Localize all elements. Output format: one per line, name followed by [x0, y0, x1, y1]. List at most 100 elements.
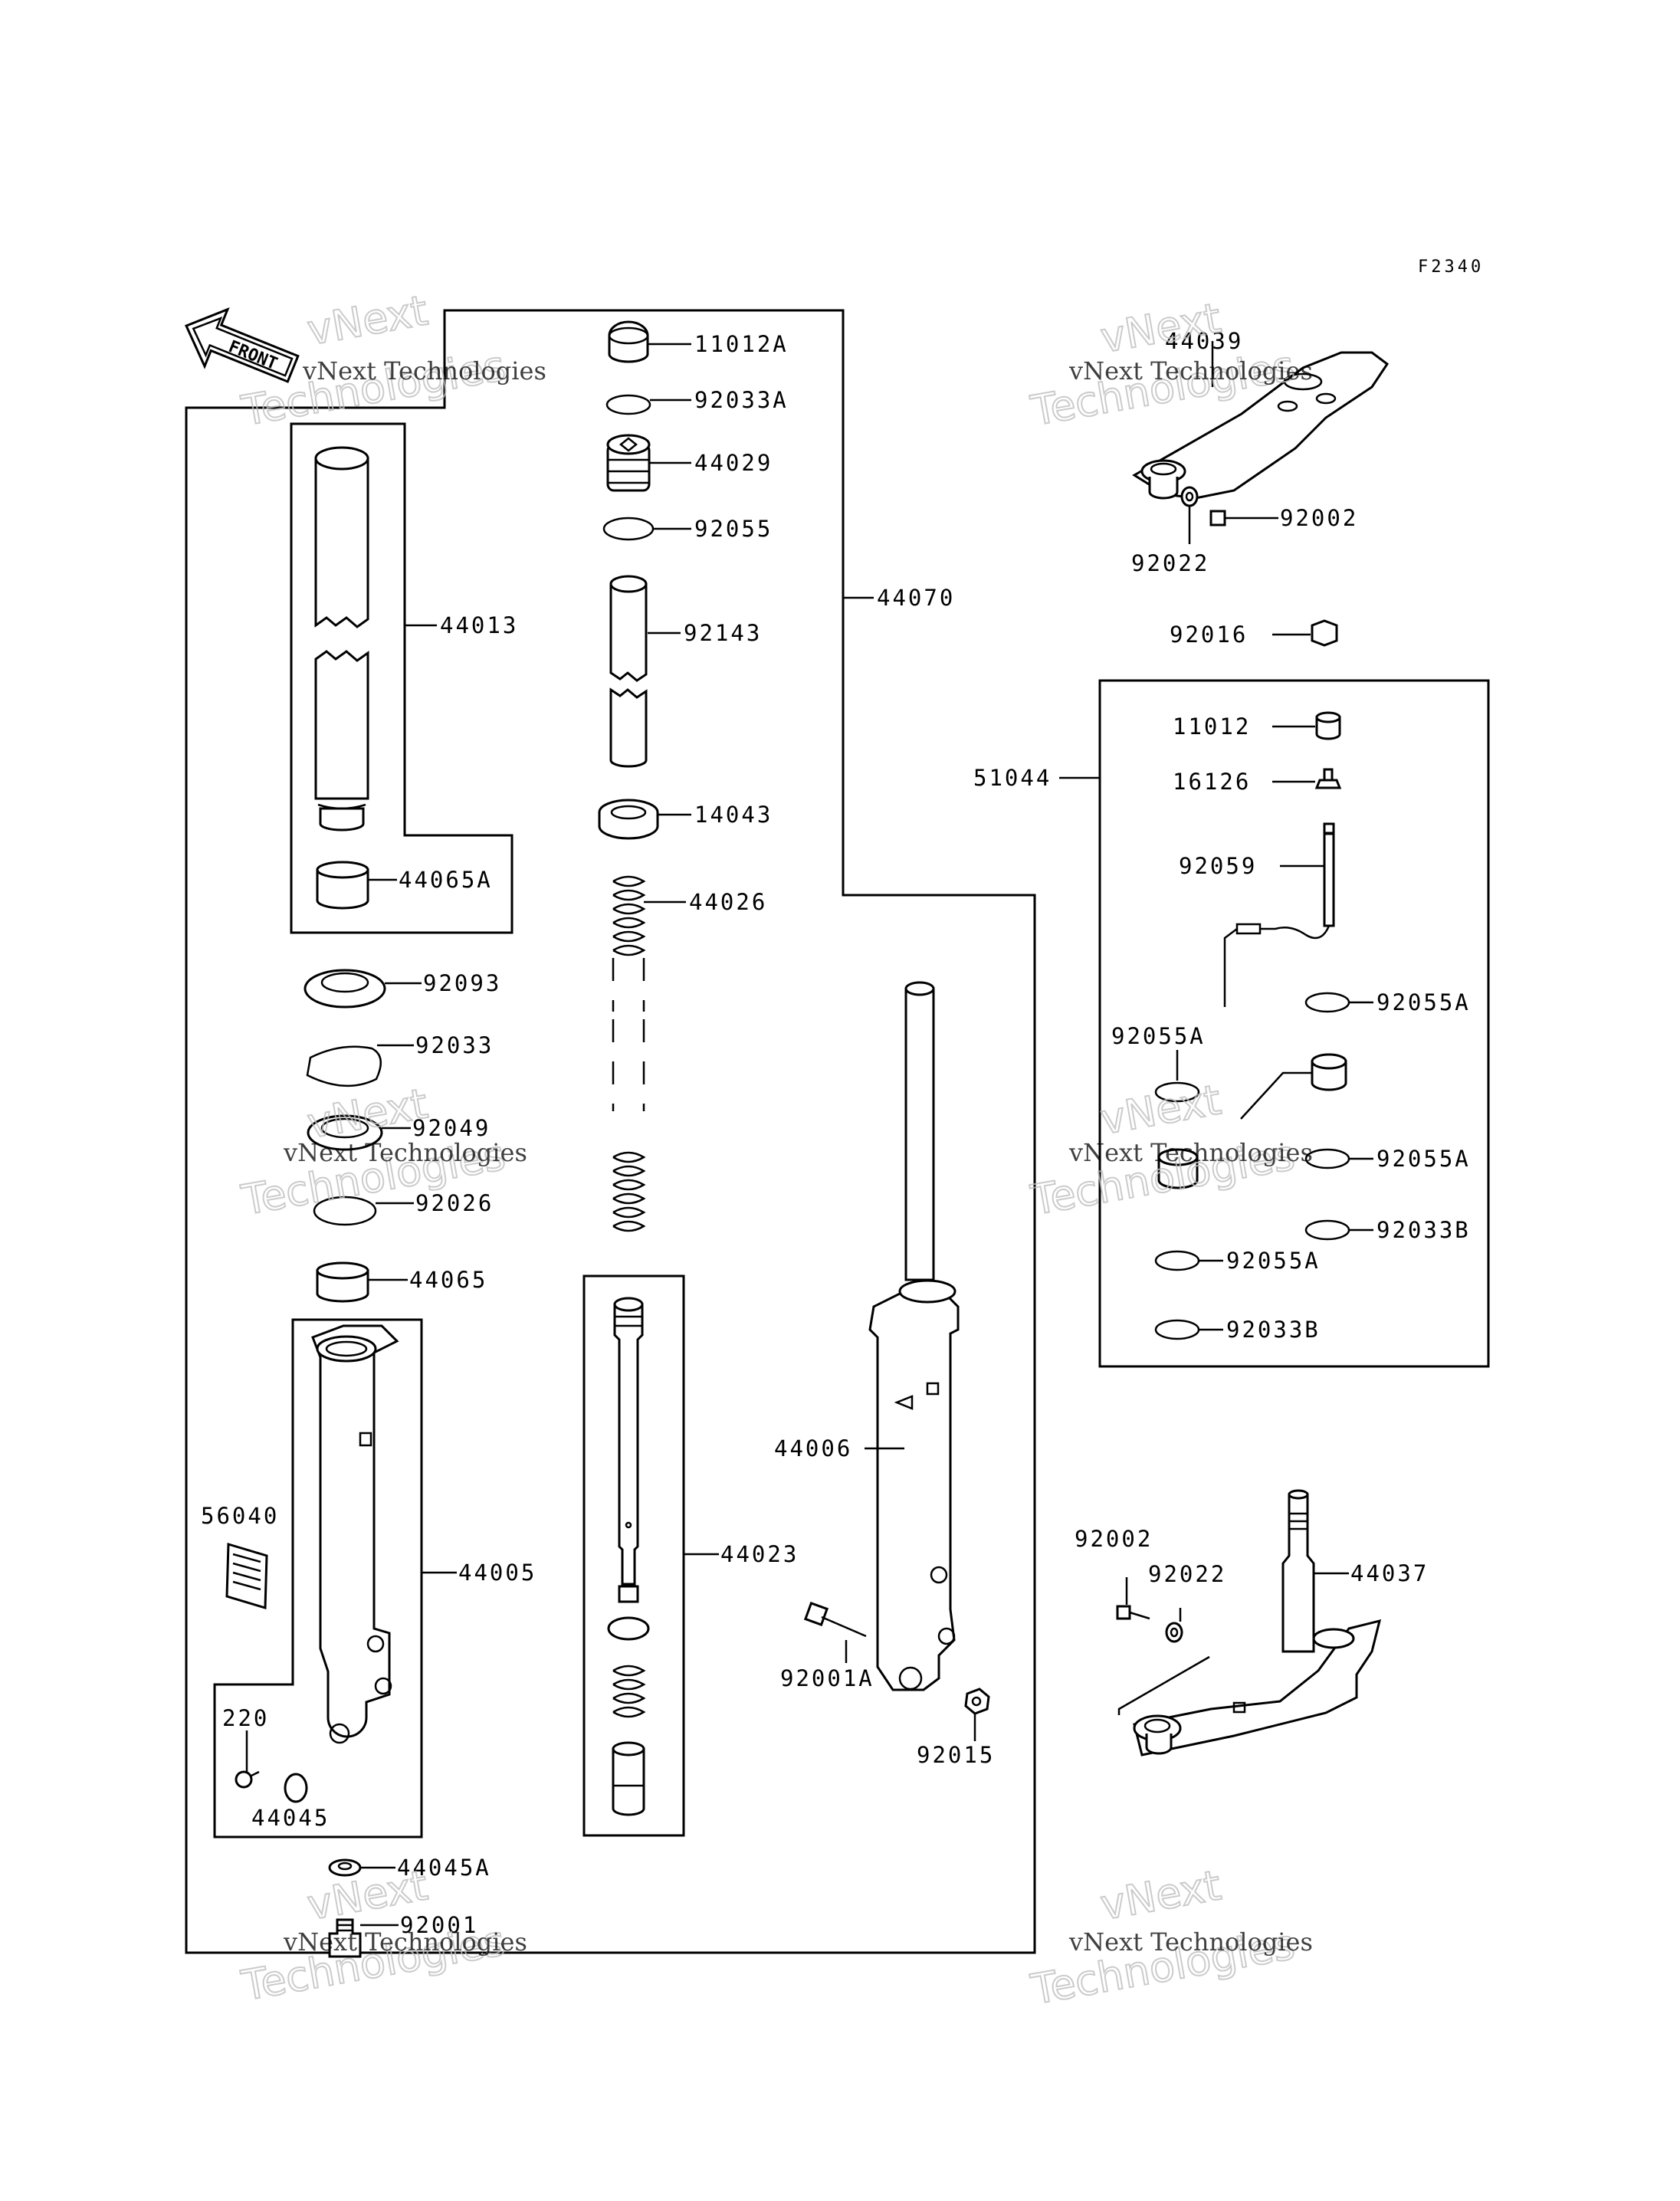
inner-tube-icon — [314, 446, 369, 832]
fork-spring-icon — [612, 875, 646, 1232]
svg-text:vNext Technologies: vNext Technologies — [1068, 1138, 1313, 1167]
label-92049: 92049 — [412, 1115, 491, 1141]
o-ring-b1-icon — [1304, 1219, 1350, 1241]
washer-top-icon — [1180, 486, 1199, 507]
label-92002-top: 92002 — [1280, 505, 1358, 531]
inner-tube-group-box — [290, 422, 514, 934]
label-16126: 16126 — [1173, 769, 1251, 795]
oil-lock-piece-icon — [607, 1616, 650, 1641]
diagram-code: F2340 — [1418, 257, 1484, 277]
label-44037: 44037 — [1350, 1560, 1429, 1586]
stopper-ring-icon — [306, 1045, 382, 1087]
damper-rod-icon — [613, 1297, 644, 1603]
label-92055A-4: 92055A — [1226, 1248, 1321, 1274]
label-220: 220 — [222, 1705, 269, 1731]
label-11012: 11012 — [1173, 713, 1251, 740]
label-44023: 44023 — [720, 1541, 799, 1567]
oil-lock-cylinder-icon — [612, 1741, 645, 1816]
label-92022-bottom: 92022 — [1148, 1561, 1226, 1587]
label-44026: 44026 — [689, 889, 767, 915]
circlip-icon — [605, 394, 651, 415]
label-44045A: 44045A — [397, 1855, 491, 1881]
label-44065: 44065 — [409, 1267, 487, 1293]
label-92055A-1: 92055A — [1376, 989, 1471, 1015]
adjuster-housing-icon — [1157, 1053, 1347, 1189]
watermark-bottom-left: Technologies vNext Technologies vNext — [237, 1860, 527, 2011]
svg-text:vNext Technologies: vNext Technologies — [302, 356, 546, 385]
slide-bushing-icon — [316, 1261, 369, 1303]
washer-bottom-icon — [1165, 1622, 1183, 1643]
watermark-mid-right: Technologies vNext Technologies vNext — [1026, 1074, 1313, 1225]
label-92143: 92143 — [684, 620, 762, 646]
label-92055: 92055 — [694, 516, 773, 542]
svg-text:vNext Technologies: vNext Technologies — [1068, 1927, 1313, 1957]
gasket-icon — [284, 1773, 308, 1803]
label-44029: 44029 — [694, 450, 773, 476]
fork-assembly-outline — [185, 309, 1036, 1954]
outer-tube-group-box — [213, 1318, 423, 1839]
label-44065A: 44065A — [399, 867, 493, 893]
guide-bushing-icon — [316, 861, 369, 910]
drain-screw-icon — [235, 1770, 260, 1789]
label-92002-bottom: 92002 — [1075, 1526, 1153, 1552]
leader-lines — [245, 341, 1373, 1927]
watermark-bottom-right: Technologies vNext Technologies vNext — [1026, 1860, 1313, 2015]
o-ring-a1-icon — [1304, 992, 1350, 1013]
label-92022-top: 92022 — [1131, 550, 1209, 576]
label-92055A-3: 92055A — [1376, 1146, 1471, 1172]
rebound-spring-icon — [612, 1665, 646, 1718]
label-44006: 44006 — [774, 1435, 852, 1461]
spacer-tube-icon — [609, 575, 648, 768]
adjuster-rod-icon — [1223, 822, 1335, 1007]
steering-stem-icon — [1133, 1489, 1382, 1757]
nut-icon — [964, 1688, 990, 1715]
label-92016: 92016 — [1170, 622, 1248, 648]
damper-group-box — [582, 1274, 685, 1837]
svg-text:vNext: vNext — [1097, 1861, 1224, 1929]
label-51044: 51044 — [973, 765, 1052, 791]
label-92059: 92059 — [1179, 853, 1257, 879]
cap-bolt-icon — [608, 320, 649, 363]
label-92001A: 92001A — [780, 1665, 874, 1691]
label-92033B-1: 92033B — [1376, 1217, 1471, 1243]
o-ring-icon — [602, 517, 655, 541]
label-92001: 92001 — [400, 1912, 478, 1938]
oil-seal-icon — [307, 1114, 383, 1151]
label-92015: 92015 — [917, 1742, 995, 1768]
label-44005: 44005 — [458, 1560, 536, 1586]
adjuster-cap-icon — [1315, 711, 1341, 740]
adjuster-group-box — [1098, 679, 1490, 1368]
svg-text:vNext: vNext — [1097, 1075, 1224, 1143]
left-fork-assembly-icon — [868, 981, 960, 1691]
o-ring-b2-icon — [1154, 1319, 1200, 1340]
label-92033B-2: 92033B — [1226, 1317, 1321, 1343]
washer-icon — [313, 1196, 377, 1226]
caution-label-icon — [225, 1543, 268, 1609]
spring-seat-icon — [598, 799, 659, 840]
axle-clamp-bolt-icon — [803, 1601, 867, 1638]
o-ring-a2-icon — [1154, 1081, 1200, 1103]
label-44013: 44013 — [440, 612, 518, 638]
label-92026: 92026 — [415, 1190, 494, 1216]
label-44045: 44045 — [251, 1805, 330, 1831]
svg-text:vNext Technologies: vNext Technologies — [283, 1927, 527, 1957]
o-ring-a4-icon — [1154, 1250, 1200, 1271]
label-92093: 92093 — [423, 970, 501, 996]
adjuster-knob-icon — [1314, 768, 1342, 789]
label-11012A: 11012A — [694, 331, 789, 357]
label-92033: 92033 — [415, 1032, 494, 1058]
label-92055A-2: 92055A — [1111, 1023, 1206, 1049]
bolt-top-icon — [1209, 510, 1242, 526]
allen-bolt-icon — [328, 1918, 362, 1958]
dust-seal-icon — [304, 969, 386, 1009]
label-56040: 56040 — [201, 1503, 279, 1529]
svg-text:vNext Technologies: vNext Technologies — [1068, 356, 1313, 385]
outer-tube-icon — [311, 1324, 399, 1744]
bolt-bottom-icon — [1116, 1605, 1150, 1620]
label-14043: 14043 — [694, 802, 773, 828]
label-92033A: 92033A — [694, 387, 789, 413]
svg-text:vNext Technologies: vNext Technologies — [283, 1138, 527, 1167]
spring-adjuster-icon — [606, 434, 651, 492]
